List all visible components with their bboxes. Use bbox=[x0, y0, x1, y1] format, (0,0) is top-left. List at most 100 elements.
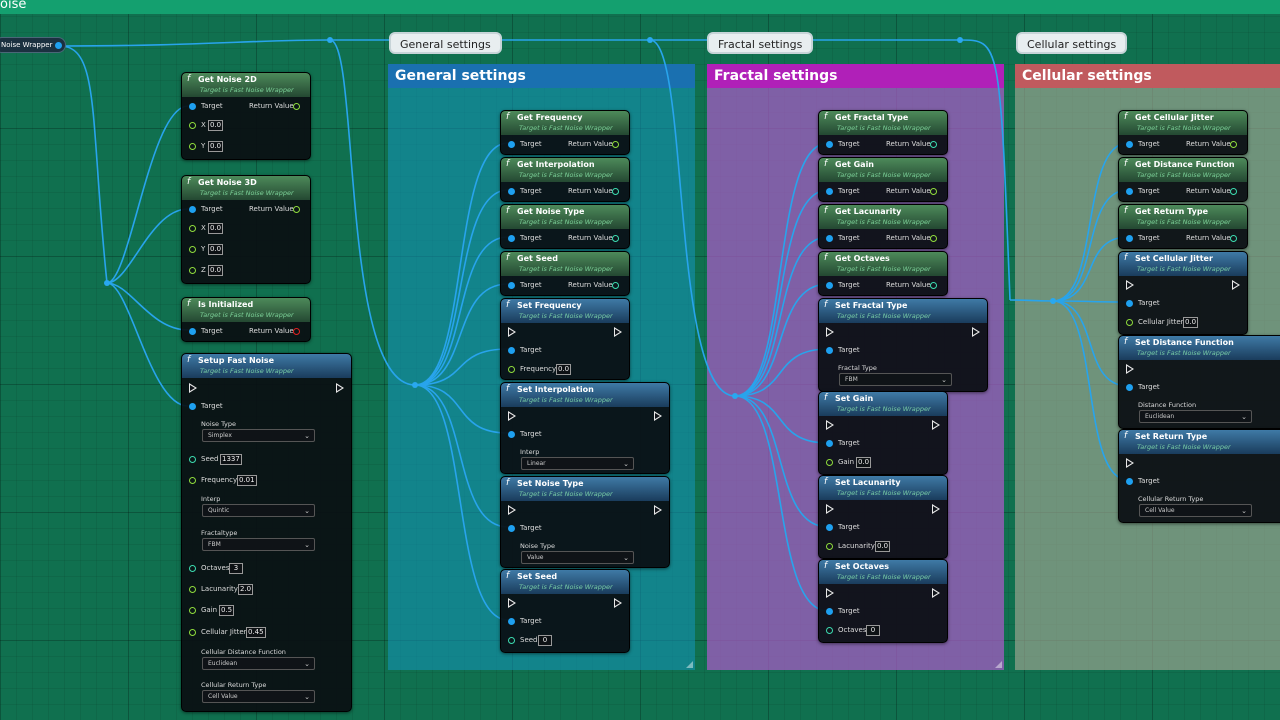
target-pin[interactable] bbox=[508, 525, 515, 532]
y-input[interactable]: 0.0 bbox=[208, 244, 224, 255]
target-pin[interactable] bbox=[1126, 478, 1133, 485]
reroute-knot[interactable] bbox=[412, 382, 418, 388]
seed-input[interactable]: 0 bbox=[538, 635, 552, 646]
z-input[interactable]: 0.0 bbox=[208, 265, 224, 276]
exec-out-pin[interactable] bbox=[614, 598, 622, 608]
target-pin[interactable] bbox=[189, 103, 196, 110]
lacunarity-pin[interactable] bbox=[189, 586, 196, 593]
return-value-pin[interactable] bbox=[293, 328, 300, 335]
y-input[interactable]: 0.0 bbox=[208, 141, 224, 152]
return-value-pin[interactable] bbox=[612, 282, 619, 289]
octaves-pin[interactable] bbox=[189, 565, 196, 572]
comment-fractal-header[interactable]: Fractal settings bbox=[707, 64, 1004, 88]
gain-input[interactable]: 0.5 bbox=[219, 605, 235, 616]
cellular-jitter-pin[interactable] bbox=[189, 629, 196, 636]
x-pin[interactable] bbox=[189, 122, 196, 129]
comment-general-header[interactable]: General settings bbox=[388, 64, 695, 88]
exec-in-pin[interactable] bbox=[508, 598, 516, 608]
target-pin[interactable] bbox=[826, 440, 833, 447]
return-value-pin[interactable] bbox=[930, 282, 937, 289]
gain-input[interactable]: 0.0 bbox=[856, 457, 872, 468]
target-pin[interactable] bbox=[826, 608, 833, 615]
target-pin[interactable] bbox=[826, 141, 833, 148]
return-value-pin[interactable] bbox=[930, 141, 937, 148]
noise-type-dropdown[interactable]: Simplex⌄ bbox=[202, 429, 315, 442]
exec-in-pin[interactable] bbox=[1126, 458, 1134, 468]
target-pin[interactable] bbox=[826, 282, 833, 289]
exec-out-pin[interactable] bbox=[336, 383, 344, 393]
target-pin[interactable] bbox=[826, 235, 833, 242]
target-pin[interactable] bbox=[1126, 235, 1133, 242]
target-pin[interactable] bbox=[508, 282, 515, 289]
return-value-pin[interactable] bbox=[1230, 141, 1237, 148]
target-pin[interactable] bbox=[826, 524, 833, 531]
exec-in-pin[interactable] bbox=[826, 327, 834, 337]
comment-bubble-cellular[interactable]: Cellular settings bbox=[1016, 32, 1128, 54]
frequency-input[interactable]: 0.01 bbox=[237, 475, 257, 486]
exec-out-pin[interactable] bbox=[654, 505, 662, 515]
target-pin[interactable] bbox=[508, 188, 515, 195]
cellular-jitter-input[interactable]: 0.45 bbox=[246, 627, 266, 638]
octaves-input[interactable]: 3 bbox=[229, 563, 243, 574]
cellular-return-type-dropdown[interactable]: Cell Value⌄ bbox=[1139, 504, 1252, 517]
exec-out-pin[interactable] bbox=[972, 327, 980, 337]
exec-in-pin[interactable] bbox=[189, 383, 197, 393]
return-value-pin[interactable] bbox=[612, 141, 619, 148]
z-pin[interactable] bbox=[189, 267, 196, 274]
lacunarity-pin[interactable] bbox=[826, 543, 833, 550]
interp-dropdown[interactable]: Quintic⌄ bbox=[202, 504, 315, 517]
octaves-input[interactable]: 0 bbox=[866, 625, 880, 636]
cellular-jitter-pin[interactable] bbox=[1126, 319, 1133, 326]
exec-out-pin[interactable] bbox=[1232, 280, 1240, 290]
return-value-pin[interactable] bbox=[1230, 188, 1237, 195]
target-pin[interactable] bbox=[1126, 384, 1133, 391]
frequency-pin[interactable] bbox=[189, 477, 196, 484]
exec-in-pin[interactable] bbox=[508, 327, 516, 337]
target-pin[interactable] bbox=[189, 403, 196, 410]
output-pin[interactable] bbox=[55, 42, 62, 49]
exec-in-pin[interactable] bbox=[826, 420, 834, 430]
x-pin[interactable] bbox=[189, 225, 196, 232]
reroute-knot[interactable] bbox=[104, 280, 110, 286]
target-pin[interactable] bbox=[189, 328, 196, 335]
octaves-pin[interactable] bbox=[826, 627, 833, 634]
target-pin[interactable] bbox=[826, 347, 833, 354]
reroute-knot[interactable] bbox=[1050, 298, 1056, 304]
cellular-return-type-dropdown[interactable]: Cell Value⌄ bbox=[202, 690, 315, 703]
exec-out-pin[interactable] bbox=[614, 327, 622, 337]
noise-wrapper-variable-node[interactable]: Noise Wrapper bbox=[0, 37, 66, 53]
